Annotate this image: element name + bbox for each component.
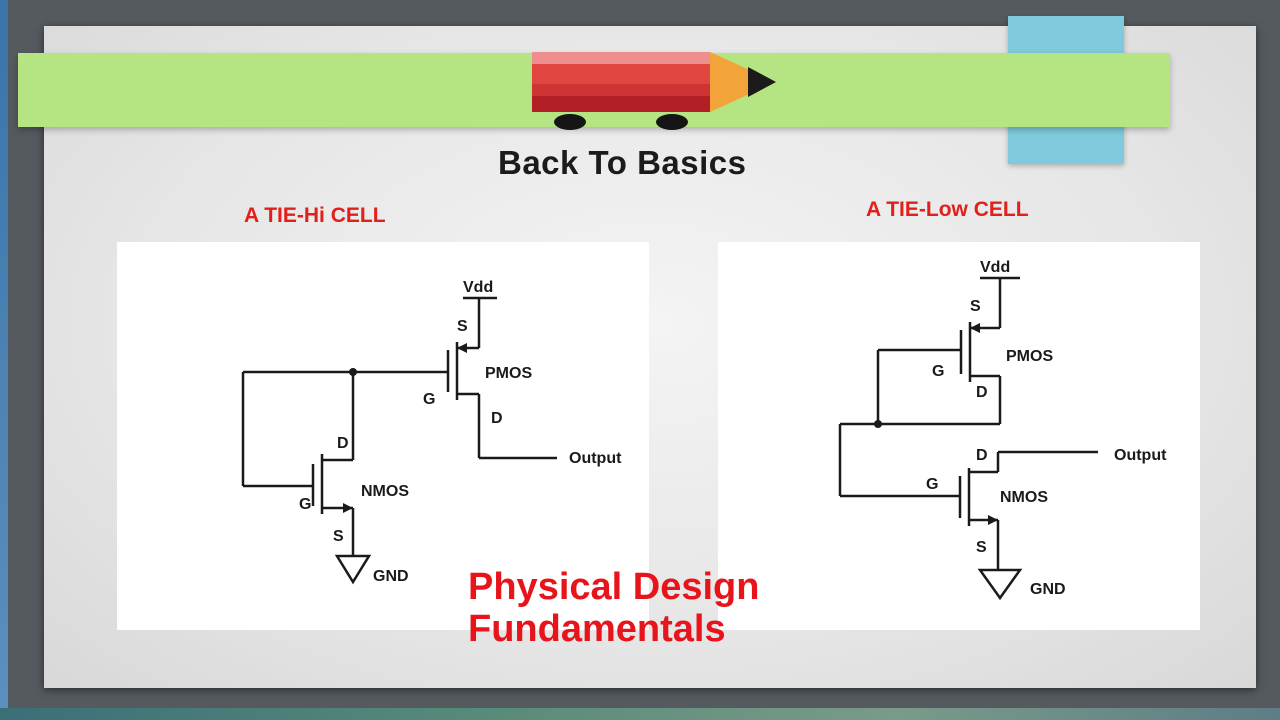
page-title: Back To Basics (498, 144, 747, 181)
gnd-symbol (334, 554, 372, 585)
output-label: Output (569, 450, 622, 467)
bottom-edge-strip (0, 708, 1280, 720)
left-edge-strip (0, 0, 8, 720)
pmos-gate-label: G (932, 363, 944, 380)
footer-title: Physical Design Fundamentals (468, 566, 759, 650)
pmos-label: PMOS (1006, 348, 1053, 365)
nmos-label: NMOS (1000, 489, 1048, 506)
footer-line1: Physical Design (468, 566, 760, 608)
output-label: Output (1114, 447, 1167, 464)
pmos-source-label: S (970, 298, 981, 315)
nmos-drain-label: D (337, 435, 349, 452)
nmos-drain-label: D (976, 447, 988, 464)
nmos-source-label: S (976, 539, 987, 556)
pmos-source-label: S (457, 318, 468, 335)
nmos-arrow (343, 503, 353, 513)
nmos-gate-label: G (926, 476, 938, 493)
tie-low-diagram-panel: Vdd S PMOS G D Output D NMOS G S GND (718, 242, 1200, 630)
pmos-arrow (457, 343, 467, 353)
tie-low-title: A TIE-Low CELL (866, 198, 1029, 221)
pmos-label: PMOS (485, 365, 532, 382)
nmos-label: NMOS (361, 483, 409, 500)
nmos-gate-label: G (299, 496, 311, 513)
pmos-gate-label: G (423, 391, 435, 408)
nmos-arrow (988, 515, 998, 525)
pmos-drain-label: D (491, 410, 503, 427)
footer-line2: Fundamentals (468, 608, 726, 650)
tie-low-circuit: Vdd S PMOS G D Output D NMOS G S GND (838, 259, 1167, 601)
vdd-label: Vdd (463, 279, 493, 296)
vdd-label: Vdd (980, 259, 1010, 276)
tie-hi-diagram-panel: Vdd S PMOS G D Output D NMOS G S GND (117, 242, 649, 630)
nmos-source-label: S (333, 528, 344, 545)
pmos-drain-label: D (976, 384, 988, 401)
tie-hi-circuit: Vdd S PMOS G D Output D NMOS G S GND (241, 279, 622, 585)
tie-hi-title: A TIE-Hi CELL (244, 204, 386, 227)
pencil-car-icon (532, 52, 776, 130)
gnd-label: GND (373, 568, 409, 585)
gnd-label: GND (1030, 581, 1066, 598)
gnd-symbol (977, 568, 1023, 601)
pmos-arrow (970, 323, 980, 333)
